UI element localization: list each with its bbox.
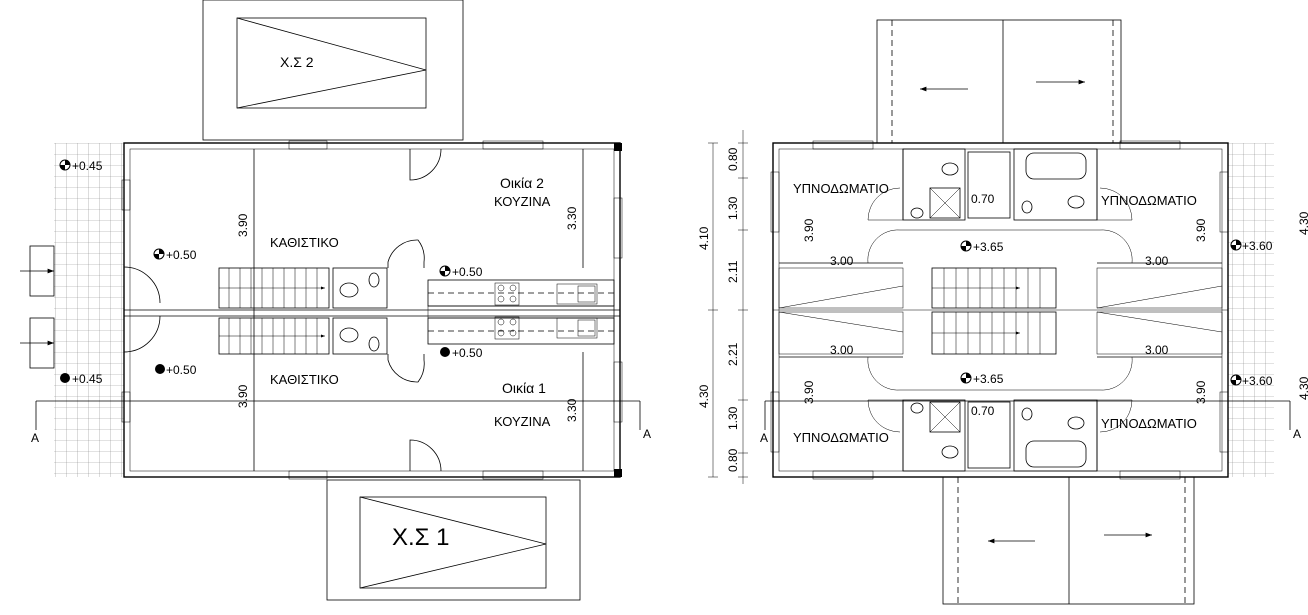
chain-2-11: 2.11 [726, 260, 740, 283]
chain-0-80-bottom: 0.80 [726, 448, 740, 472]
level-top-hall: +3.65 [973, 240, 1004, 254]
dim-bottom-right-bed: 3.90 [1194, 380, 1208, 404]
section-mark-left-ground: A [31, 431, 39, 445]
level-marker-icon [60, 373, 70, 383]
dim-top-right-width: 3.00 [1145, 254, 1169, 268]
kitchen-2-label: ΚΟΥΖΙΝΑ [494, 194, 551, 209]
section-mark-right-ground: A [643, 427, 651, 441]
chain-0-80-top: 0.80 [726, 147, 740, 171]
house-1-label: Οικία 1 [502, 380, 546, 396]
total-top: 4.10 [697, 226, 711, 250]
level-marker-icon [155, 364, 165, 374]
level-marker-icon [1230, 239, 1242, 251]
dim-kitchen-2: 3.30 [565, 206, 579, 230]
dim-top-left-bed: 3.90 [802, 218, 816, 242]
garage-2-label: Χ.Σ 2 [280, 54, 314, 70]
level-marker-icon [1230, 374, 1242, 386]
kitchen-1-label: ΚΟΥΖΙΝΑ [494, 414, 551, 429]
bedroom-top-right: ΥΠΝΟΔΩΜΑΤΙΟ [1101, 193, 1197, 208]
dim-top-left-width: 3.00 [830, 254, 854, 268]
dim-living-1: 3.90 [236, 384, 250, 408]
chain-2-21: 2.21 [726, 342, 740, 366]
section-mark-left-upper: A [760, 431, 768, 445]
stairs-ground [218, 267, 330, 355]
dim-kitchen-1: 3.30 [565, 398, 579, 422]
level-terrace-top: +0.45 [72, 159, 103, 173]
dim-top-wc: 0.70 [971, 192, 995, 206]
level-living-1: +0.50 [166, 363, 197, 377]
terrace-tiles [54, 143, 124, 477]
dim-bottom-wc: 0.70 [971, 404, 995, 418]
garage-1: Χ.Σ 1 [326, 479, 581, 601]
garage-2: Χ.Σ 2 [202, 0, 464, 141]
level-kitchen-1: +0.50 [452, 346, 483, 360]
dim-living-2: 3.90 [236, 213, 250, 237]
bedroom-bottom-left: ΥΠΝΟΔΩΜΑΤΙΟ [793, 430, 889, 445]
chain-1-30-bottom: 1.30 [726, 406, 740, 430]
edge-top: 4.30 [1297, 211, 1308, 235]
level-top-terrace: +3.60 [1242, 239, 1273, 253]
dim-top-right-bed: 3.90 [1194, 218, 1208, 242]
level-living-2: +0.50 [166, 248, 197, 262]
level-terrace-bottom: +0.45 [72, 372, 103, 386]
level-marker-icon [439, 265, 451, 277]
level-bottom-hall: +3.65 [973, 372, 1004, 386]
level-marker-icon [960, 240, 972, 252]
dim-bottom-left-width: 3.00 [830, 343, 854, 357]
bedroom-bottom-right: ΥΠΝΟΔΩΜΑΤΙΟ [1101, 416, 1197, 431]
total-bottom: 4.30 [697, 384, 711, 408]
level-bottom-terrace: +3.60 [1242, 374, 1273, 388]
section-mark-right-upper: A [1293, 427, 1301, 441]
level-marker-icon [59, 159, 71, 171]
house-2-label: Οικία 2 [500, 175, 544, 191]
edge-bottom: 4.30 [1297, 376, 1308, 400]
ground-floor-plan: Χ.Σ 2 Χ.Σ 1 [20, 0, 651, 601]
dim-bottom-right-width: 3.00 [1145, 343, 1169, 357]
level-marker-icon [153, 248, 165, 260]
living-1-label: ΚΑΘΙΣΤΙΚΟ [270, 372, 339, 387]
dim-bottom-left-bed: 3.90 [802, 380, 816, 404]
living-2-label: ΚΑΘΙΣΤΙΚΟ [270, 235, 339, 250]
level-marker-icon [960, 372, 972, 384]
level-kitchen-2: +0.50 [452, 265, 483, 279]
level-marker-icon [440, 347, 450, 357]
garage-1-label: Χ.Σ 1 [392, 524, 450, 551]
upper-floor-plan: 0.80 1.30 2.11 2.21 1.30 0.80 4.10 4.30 … [697, 19, 1308, 605]
bedroom-top-left: ΥΠΝΟΔΩΜΑΤΙΟ [793, 181, 889, 196]
chain-1-30-top: 1.30 [726, 196, 740, 220]
